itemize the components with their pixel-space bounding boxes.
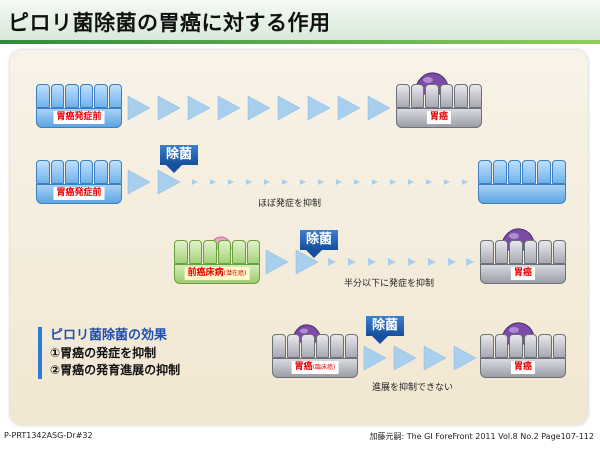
row3-end-label: 胃癌 <box>510 267 536 280</box>
row3-start-precancer-mucosa: 前癌床病(潜在癌) <box>174 240 260 284</box>
row4-progression-arrows <box>363 345 477 371</box>
row2-end-normal-mucosa <box>478 160 566 204</box>
row1-end-label: 胃癌 <box>426 111 452 124</box>
row3-note: 半分以下に発症を抑制 <box>344 279 435 289</box>
row1-start-label: 胃癌発症前 <box>53 111 105 124</box>
effect-heading: ピロリ菌除菌の効果 <box>50 328 168 343</box>
title-bar: ピロリ菌除菌の胃癌に対する作用 <box>0 0 600 40</box>
effect-box: ピロリ菌除菌の効果 ①胃癌の発症を抑制 ②胃癌の発育進展の抑制 <box>38 327 180 379</box>
row4-end-label: 胃癌 <box>510 361 536 374</box>
row2-start-normal-mucosa: 胃癌発症前 <box>36 160 122 204</box>
row2-start-label: 胃癌発症前 <box>53 187 105 200</box>
page-title: ピロリ菌除菌の胃癌に対する作用 <box>8 11 331 35</box>
row3-start-sublabel: (潜在癌) <box>223 270 247 277</box>
row4-eradication-flag: 除菌 <box>366 316 405 344</box>
row1-start-normal-mucosa: 胃癌発症前 <box>36 84 122 128</box>
row3-end-cancer-mucosa: 胃癌 <box>480 240 566 284</box>
row1-end-cancer-mucosa: 胃癌 <box>396 84 482 128</box>
row1-progression-arrows <box>127 95 391 121</box>
row4-end-cancer-mucosa: 胃癌 <box>480 334 566 378</box>
row3-start-label: 前癌床病 <box>187 268 224 278</box>
row4-start-label-box: 胃癌(臨床癌) <box>291 361 339 374</box>
row3-eradication-flag: 除菌 <box>300 230 339 258</box>
row2-eradication-flag: 除菌 <box>160 145 199 173</box>
title-underline <box>0 40 600 44</box>
row4-note: 進展を抑制できない <box>372 383 454 393</box>
row4-start-sublabel: (臨床癌) <box>312 364 336 371</box>
row2-progression-arrows <box>127 169 468 195</box>
effect-item-2: ②胃癌の発育進展の抑制 <box>50 363 181 377</box>
row2-note: ほぼ発症を抑制 <box>258 199 322 209</box>
row4-start-label: 胃癌 <box>294 362 313 372</box>
row3-start-label-box: 前癌床病(潜在癌) <box>184 267 250 280</box>
row3-progression-arrows <box>265 249 474 275</box>
row4-start-cancer-mucosa: 胃癌(臨床癌) <box>272 334 358 378</box>
effect-item-1: ①胃癌の発症を抑制 <box>50 346 157 360</box>
footer-code: P-PRT1342ASG-Dr#32 <box>4 431 93 440</box>
footer-citation: 加藤元嗣: The GI ForeFront 2011 Vol.8 No.2 P… <box>369 432 594 441</box>
